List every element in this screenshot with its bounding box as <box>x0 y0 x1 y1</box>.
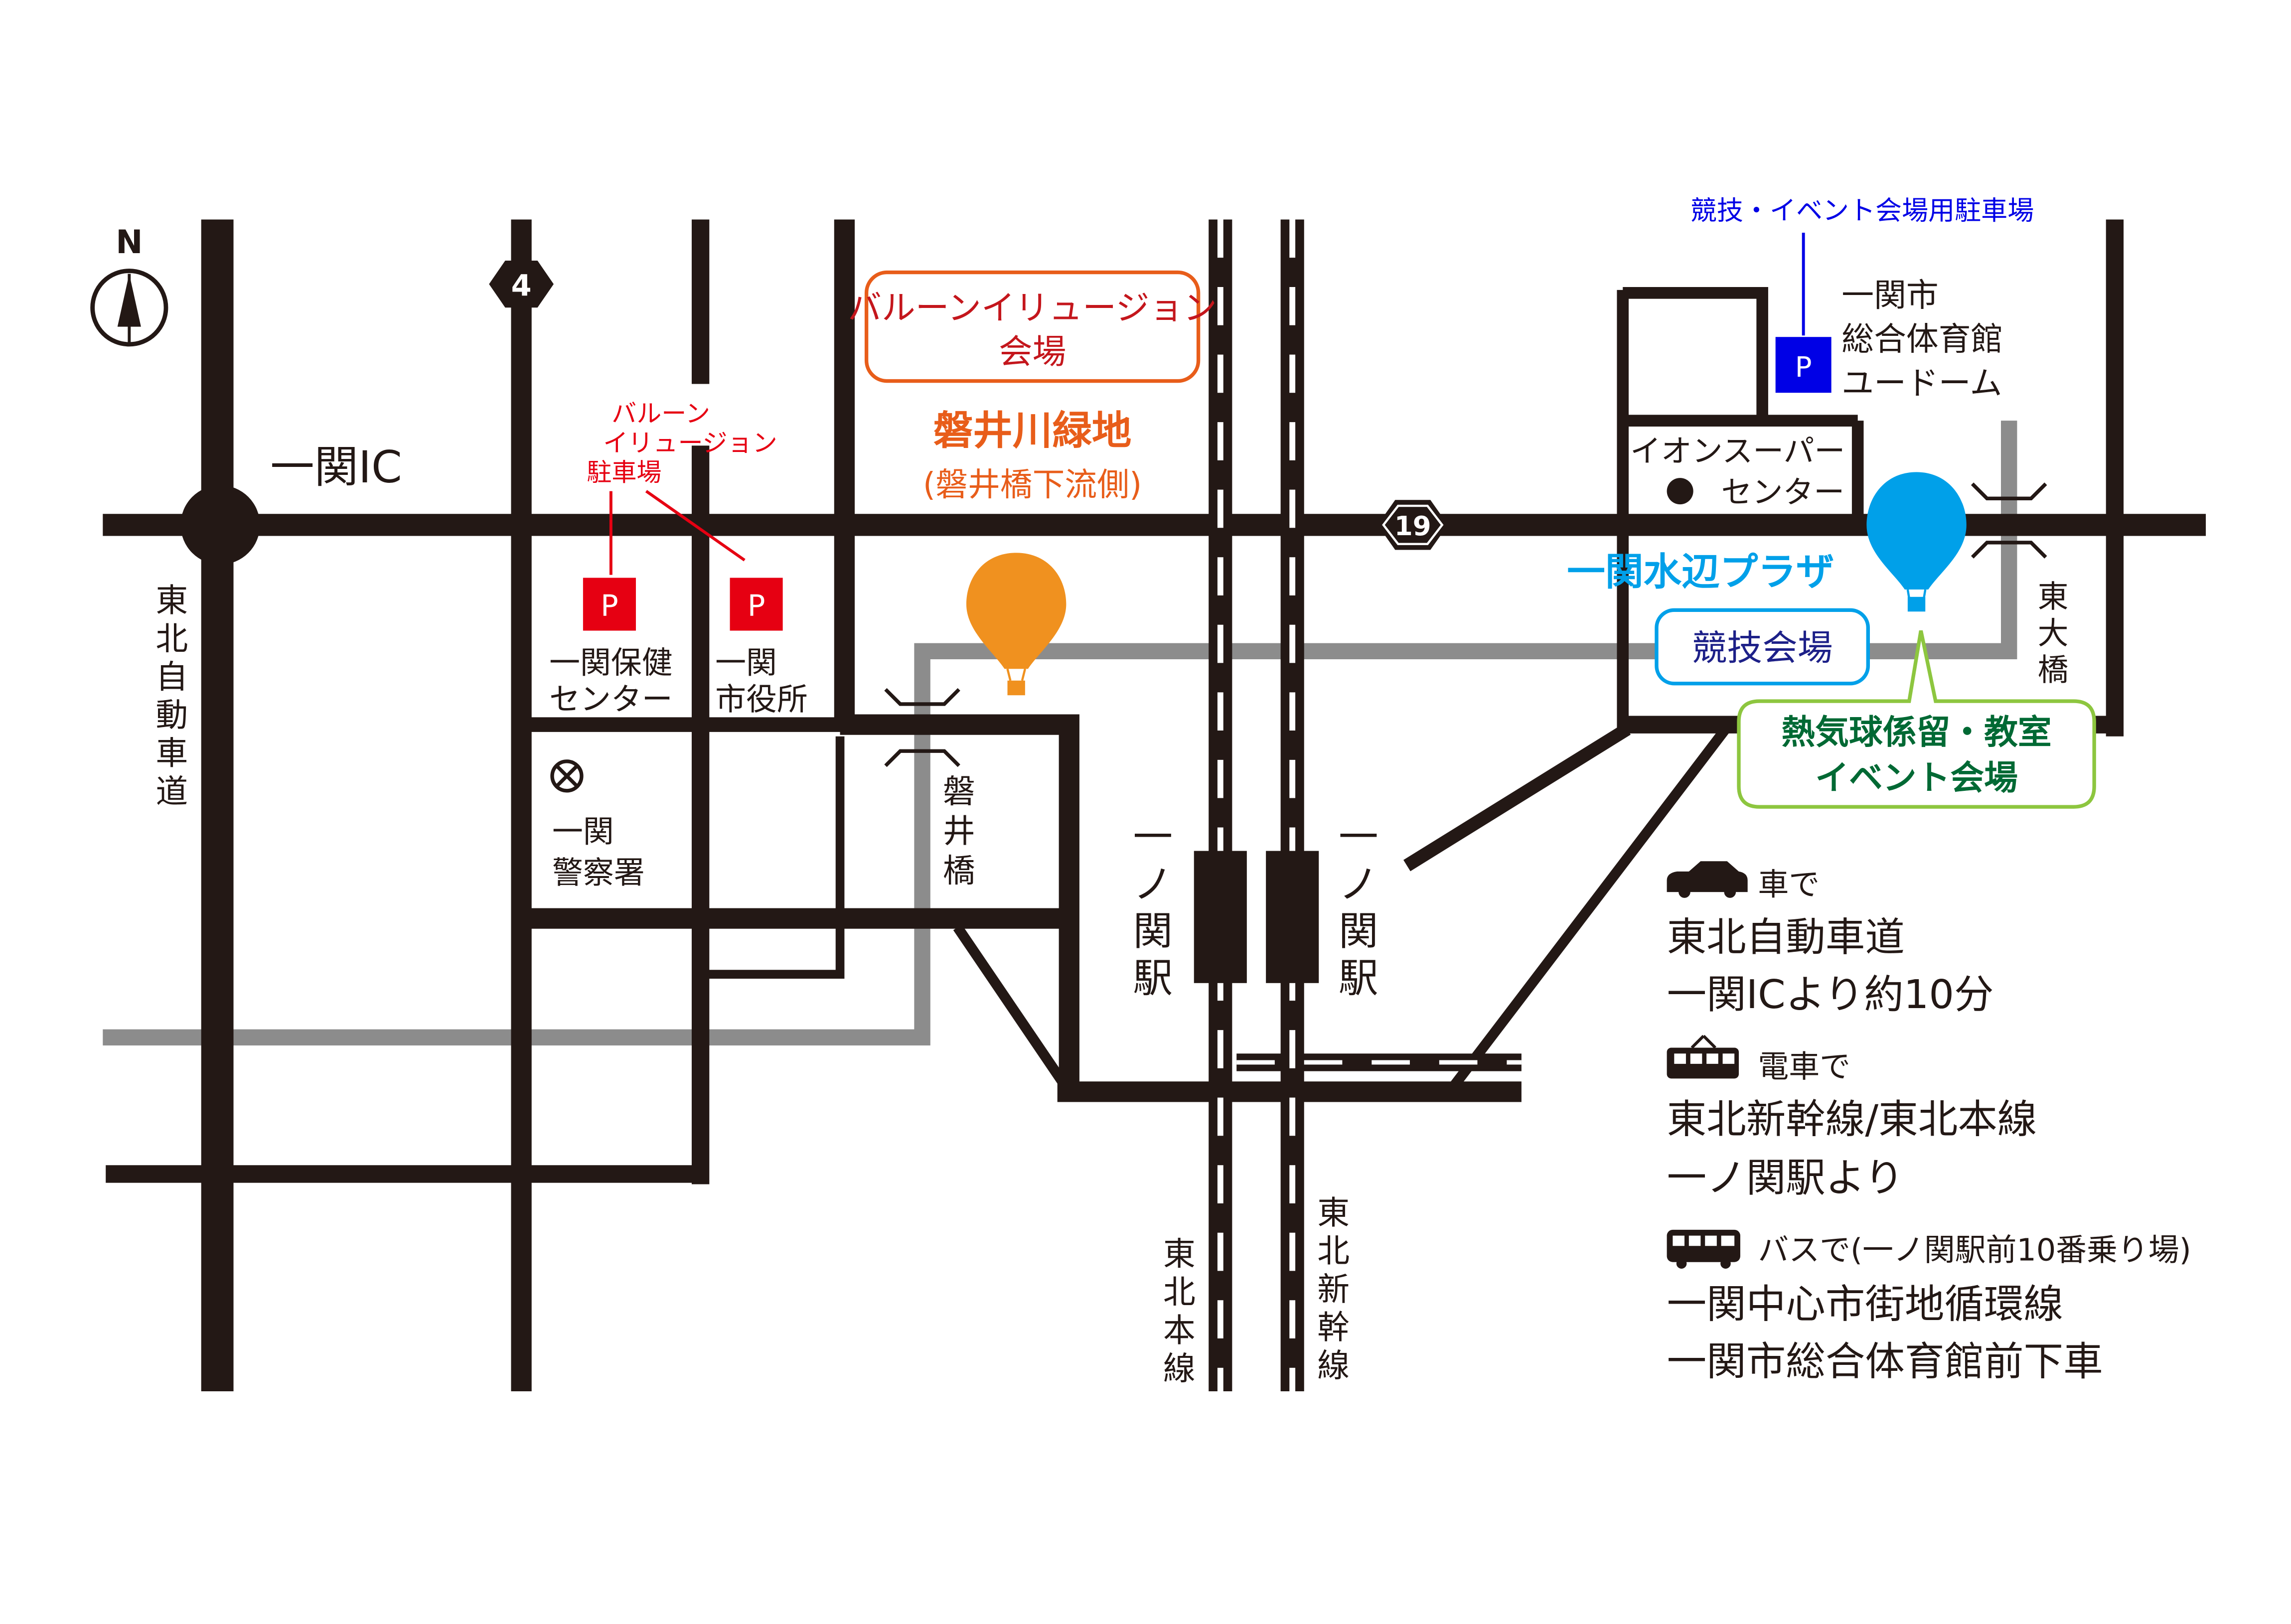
iwai-bridge-label: 磐井橋 <box>943 773 975 889</box>
station-platform <box>1266 851 1319 983</box>
station-label-right: 一ノ関駅 <box>1339 814 1378 1002</box>
svg-text:P: P <box>1795 351 1812 384</box>
svg-text:4: 4 <box>511 269 532 303</box>
vertical-text: 一ノ関駅 <box>1339 814 1378 1002</box>
svg-text:バルーンイリュージョン: バルーンイリュージョン <box>848 288 1217 327</box>
svg-text:駐車場: 駐車場 <box>587 458 661 487</box>
svg-text:会場: 会場 <box>999 332 1067 371</box>
park-label: 磐井川緑地 (磐井橋下流側) <box>923 407 1142 503</box>
tethered-flight-venue: 熱気球係留・教室 イベント会場 <box>1737 630 2096 809</box>
expressway-label: 東北自動車道 <box>155 582 188 810</box>
police-label: 一関 警察署 <box>552 814 645 891</box>
car-line1: 東北自動車道 <box>1667 914 1905 960</box>
north-arrow-icon: N <box>90 224 168 347</box>
svg-text:センター: センター <box>1721 474 1845 510</box>
svg-text:市役所: 市役所 <box>715 682 808 718</box>
vertical-text: 東北新幹線 <box>1317 1194 1350 1384</box>
svg-text:(磐井橋下流側): (磐井橋下流側) <box>923 466 1142 503</box>
vertical-text: 東北自動車道 <box>155 582 188 810</box>
svg-text:バルーン: バルーン <box>611 399 710 428</box>
vertical-text: 一ノ関駅 <box>1133 814 1173 1002</box>
balloon-illusion-parking: バルーン イリュージョン 駐車場 P P <box>583 399 783 631</box>
gymnasium-label: 一関市 総合体育館 ユードーム <box>1841 277 2003 402</box>
bridge-symbol-icon <box>1971 482 2047 559</box>
car-line2: 一関ICより約10分 <box>1667 971 1994 1018</box>
svg-text:P: P <box>748 589 765 623</box>
svg-text:19: 19 <box>1394 511 1431 542</box>
svg-text:イベント会場: イベント会場 <box>1815 758 2018 797</box>
city-hall-label: 一関 市役所 <box>715 645 808 718</box>
interchange-marker <box>180 485 260 565</box>
vertical-text: 東大橋 <box>2038 579 2069 688</box>
competition-parking: 競技・イベント会場用駐車場 P <box>1690 195 2034 393</box>
interchange-label: 一関IC <box>270 442 402 493</box>
svg-text:総合体育館: 総合体育館 <box>1841 321 2003 358</box>
train-line2: 一ノ関駅より <box>1667 1155 1904 1201</box>
station-platform <box>1194 851 1247 983</box>
svg-text:ユードーム: ユードーム <box>1841 365 2002 402</box>
north-label: N <box>116 224 143 261</box>
car-icon <box>1667 861 1748 898</box>
police-box-icon <box>550 759 584 793</box>
svg-text:イリュージョン: イリュージョン <box>603 429 777 457</box>
train-icon <box>1667 1034 1739 1079</box>
parking-icon: P <box>583 578 636 631</box>
health-center-label: 一関保健 センター <box>549 645 673 718</box>
plaza-label: 一関水辺プラザ <box>1567 550 1834 594</box>
river <box>103 421 2017 1046</box>
aeon-label: イオンスーパー センター <box>1630 434 1845 511</box>
route-4-shield: 4 <box>489 260 554 308</box>
balloon-illusion-venue: バルーンイリュージョン 会場 <box>848 270 1217 383</box>
station-label-left: 一ノ関駅 <box>1133 814 1173 1002</box>
aeon-marker <box>1667 478 1693 505</box>
vertical-text: 磐井橋 <box>943 773 975 889</box>
hot-air-balloon-icon <box>966 553 1067 696</box>
svg-text:一関保健: 一関保健 <box>549 645 673 681</box>
competition-venue: 競技会場 <box>1655 608 1870 686</box>
shinkansen-label: 東北新幹線 <box>1317 1194 1350 1384</box>
bridge-symbol-icon <box>884 688 960 767</box>
svg-text:警察署: 警察署 <box>552 855 645 890</box>
svg-text:P: P <box>601 589 618 623</box>
higashi-bridge-label: 東大橋 <box>2038 579 2069 688</box>
svg-text:熱気球係留・教室: 熱気球係留・教室 <box>1781 712 2051 751</box>
bus-title: バスで(一ノ関駅前10番乗り場) <box>1758 1232 2191 1268</box>
train-title: 電車で <box>1758 1048 1850 1084</box>
parking-icon: P <box>730 578 783 631</box>
hot-air-balloon-icon <box>1866 472 1967 612</box>
train-line1: 東北新幹線/東北本線 <box>1667 1096 2037 1142</box>
car-title: 車で <box>1758 867 1820 902</box>
vertical-text: 東北本線 <box>1163 1236 1196 1388</box>
railways <box>1194 219 1522 1392</box>
bus-icon <box>1667 1229 1740 1269</box>
svg-text:一関: 一関 <box>715 645 777 681</box>
svg-text:磐井川緑地: 磐井川緑地 <box>933 407 1132 453</box>
bus-line2: 一関市総合体育館前下車 <box>1667 1338 2103 1385</box>
parking-icon: P <box>1775 337 1832 393</box>
route-19-shield: 19 <box>1377 500 1448 550</box>
svg-text:一関市: 一関市 <box>1841 277 1938 314</box>
svg-text:競技会場: 競技会場 <box>1692 627 1833 669</box>
svg-text:一関: 一関 <box>552 814 614 850</box>
honsen-label: 東北本線 <box>1163 1236 1196 1388</box>
svg-text:センター: センター <box>549 682 673 718</box>
svg-text:競技・イベント会場用駐車場: 競技・イベント会場用駐車場 <box>1690 195 2034 226</box>
access-info: 車で 東北自動車道 一関ICより約10分 電車で 東北新幹線/東北本線 一ノ関駅… <box>1667 861 2191 1385</box>
svg-text:イオンスーパー: イオンスーパー <box>1630 434 1845 469</box>
bus-line1: 一関中心市街地循環線 <box>1667 1281 2063 1328</box>
